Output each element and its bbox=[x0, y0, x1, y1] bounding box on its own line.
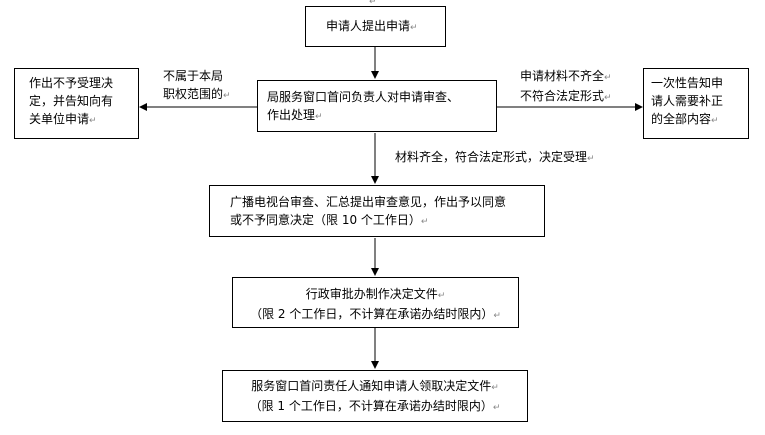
return-mark: ↵ bbox=[491, 383, 499, 393]
return-mark: ↵ bbox=[493, 311, 501, 321]
return-mark: ↵ bbox=[315, 112, 323, 122]
step-window-review-line2: 作出处理 bbox=[267, 108, 316, 122]
label-not-in-scope: 不属于本局 职权范围的↵ bbox=[163, 67, 231, 105]
step-reject-line1: 作出不予受理决 bbox=[29, 76, 114, 90]
label-not-in-scope-line1: 不属于本局 bbox=[163, 69, 224, 83]
return-mark: ↵ bbox=[89, 116, 97, 126]
step-submit-text: 申请人提出申请 bbox=[326, 19, 411, 33]
step-station-review-line1: 广播电视台审查、汇总提出审查意见，作出予以同意 bbox=[230, 195, 507, 209]
return-mark: ↵ bbox=[437, 291, 446, 301]
label-accepted: 材料齐全，符合法定形式，决定受理↵ bbox=[395, 148, 595, 168]
step-submit-application: 申请人提出申请↵ bbox=[305, 6, 446, 47]
return-mark: ↵ bbox=[420, 217, 429, 227]
step-notify-applicant: 服务窗口首问责任人通知申请人领取决定文件↵ （限 1 个工作日，不计算在承诺办结… bbox=[222, 370, 528, 422]
step-reject-line2: 定，并告知向有 bbox=[29, 94, 114, 108]
label-incomplete-line1: 申请材料不齐全 bbox=[520, 69, 605, 83]
return-mark: ↵ bbox=[604, 73, 612, 83]
step-notify-line1: 服务窗口首问责任人通知申请人领取决定文件 bbox=[251, 379, 492, 393]
return-mark: ↵ bbox=[410, 23, 418, 33]
step-inform-line3: 的全部内容 bbox=[651, 112, 712, 126]
return-mark: ↵ bbox=[369, 0, 377, 7]
step-notify-line2: （限 1 个工作日，不计算在承诺办结时限内） bbox=[249, 399, 493, 413]
step-inform-corrections: 一次性告知申 请人需要补正 的全部内容↵ bbox=[643, 68, 749, 139]
return-mark: ↵ bbox=[223, 91, 231, 101]
step-approval-line1: 行政审批办制作决定文件 bbox=[305, 287, 438, 301]
return-mark: ↵ bbox=[587, 154, 595, 164]
step-approval-office: 行政审批办制作决定文件↵ （限 2 个工作日，不计算在承诺办结时限内）↵ bbox=[232, 277, 519, 328]
label-incomplete-line2: 不符合法定形式 bbox=[520, 89, 605, 103]
step-station-review: 广播电视台审查、汇总提出审查意见，作出予以同意 或不予同意决定（限 10 个工作… bbox=[209, 185, 545, 237]
step-inform-line1: 一次性告知申 bbox=[651, 76, 724, 90]
step-inform-line2: 请人需要补正 bbox=[651, 94, 724, 108]
return-mark: ↵ bbox=[604, 93, 612, 103]
step-approval-line2: （限 2 个工作日，不计算在承诺办结时限内） bbox=[250, 307, 494, 321]
label-not-in-scope-line2: 职权范围的 bbox=[163, 87, 224, 101]
step-reject-not-in-scope: 作出不予受理决 定，并告知向有 关单位申请↵ bbox=[14, 68, 139, 139]
return-mark: ↵ bbox=[492, 403, 501, 413]
return-mark: ↵ bbox=[711, 116, 719, 126]
label-incomplete-materials: 申请材料不齐全↵ 不符合法定形式↵ bbox=[520, 67, 612, 107]
step-window-review: 局服务窗口首问负责人对申请审查、 作出处理↵ bbox=[257, 80, 497, 132]
step-station-review-line2: 或不予同意决定（限 10 个工作日） bbox=[230, 213, 421, 227]
label-accepted-text: 材料齐全，符合法定形式，决定受理 bbox=[395, 150, 588, 164]
step-reject-line3: 关单位申请 bbox=[29, 112, 90, 126]
step-window-review-line1: 局服务窗口首问负责人对申请审查、 bbox=[267, 90, 460, 104]
